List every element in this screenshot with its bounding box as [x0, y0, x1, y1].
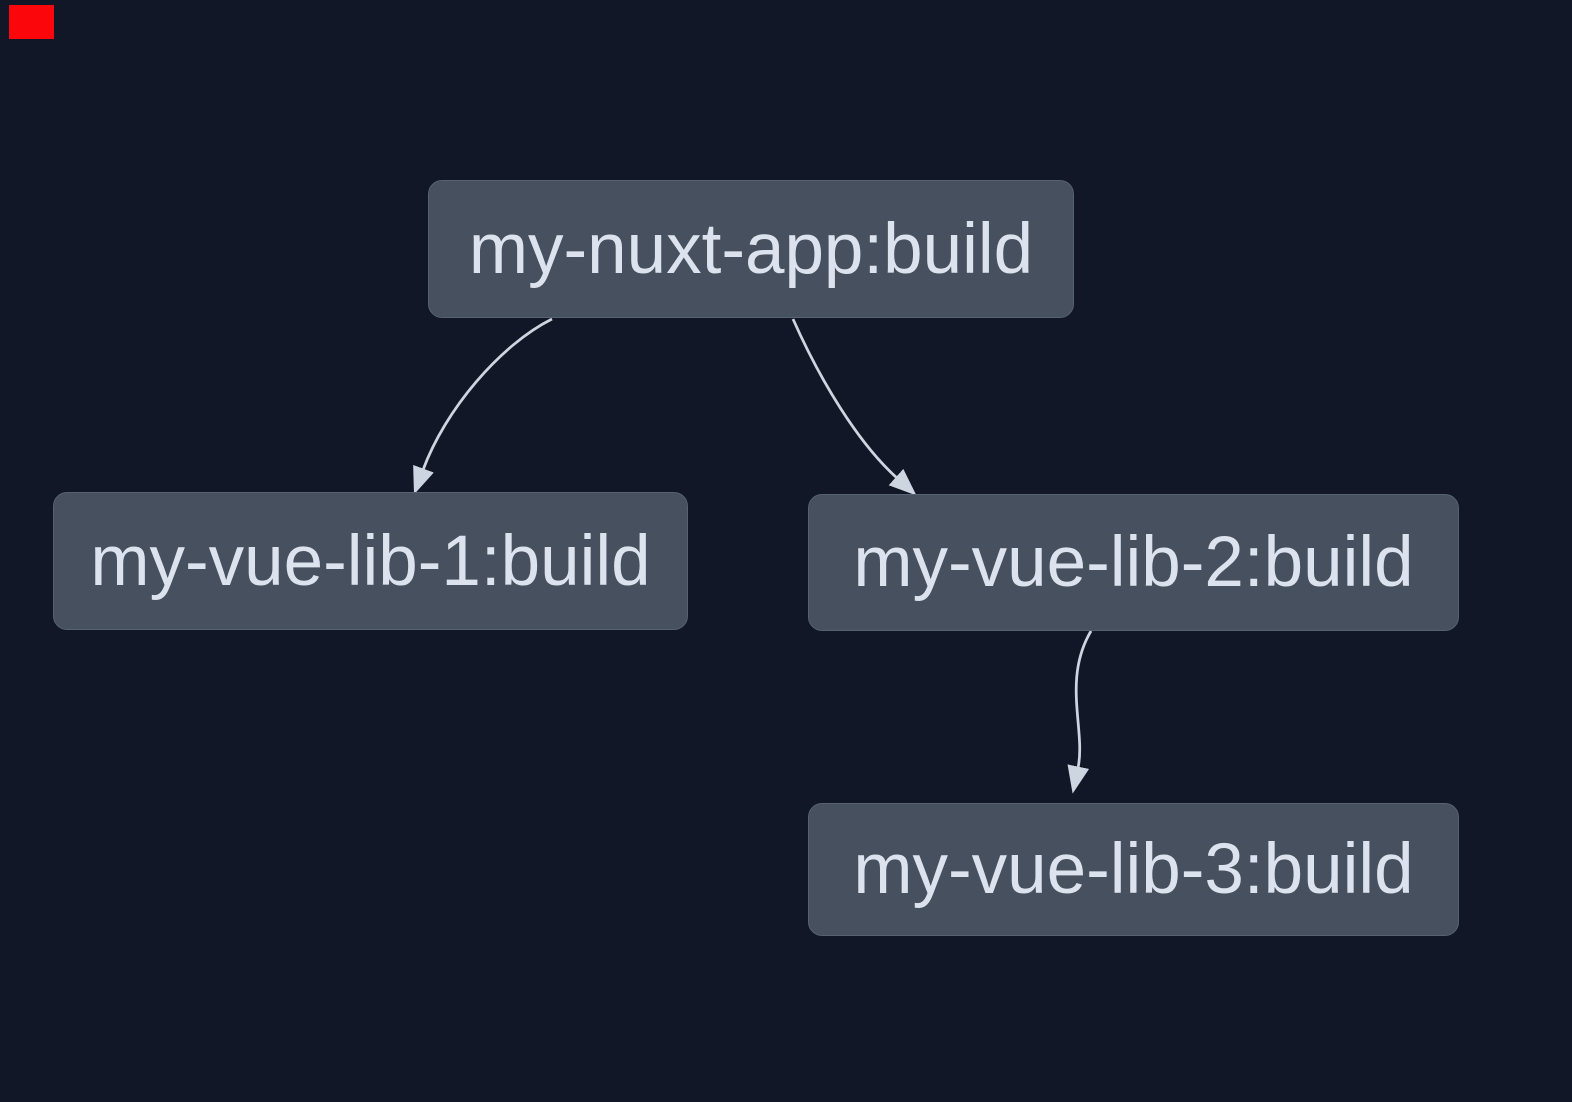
edge-my-nuxt-app-build-to-my-vue-lib-1-build: [413, 317, 553, 495]
task-node-my-vue-lib-3-build[interactable]: my-vue-lib-3:build: [808, 803, 1459, 936]
task-node-label: my-vue-lib-3:build: [853, 830, 1414, 909]
task-node-my-vue-lib-2-build[interactable]: my-vue-lib-2:build: [808, 494, 1459, 631]
edge-my-vue-lib-2-build-to-my-vue-lib-3-build: [1067, 630, 1093, 794]
edge-my-nuxt-app-build-to-my-vue-lib-2-build: [791, 318, 917, 496]
red-corner-marker: [9, 5, 54, 39]
task-node-label: my-nuxt-app:build: [468, 209, 1034, 289]
task-node-my-nuxt-app-build[interactable]: my-nuxt-app:build: [428, 180, 1074, 318]
task-node-my-vue-lib-1-build[interactable]: my-vue-lib-1:build: [53, 492, 688, 630]
task-node-label: my-vue-lib-2:build: [853, 523, 1414, 602]
task-node-label: my-vue-lib-1:build: [90, 521, 651, 601]
